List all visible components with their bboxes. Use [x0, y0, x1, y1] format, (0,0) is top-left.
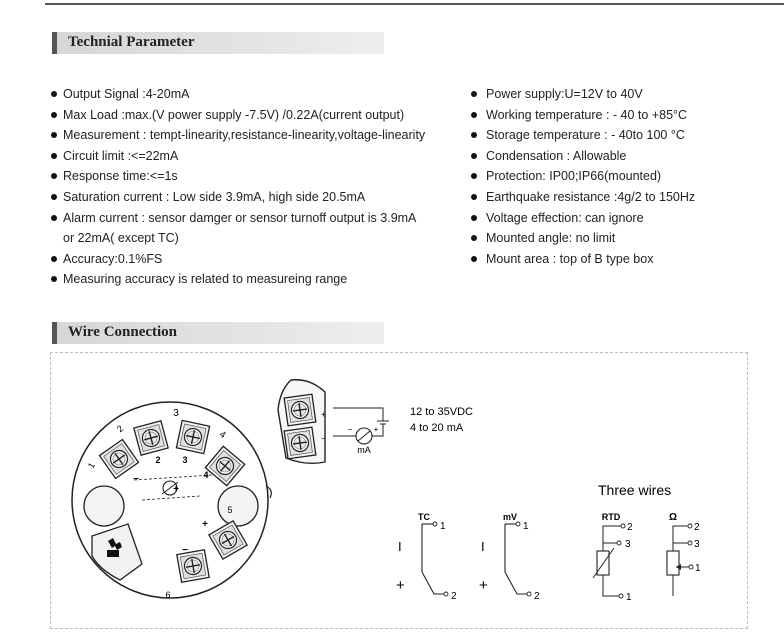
- terminal-label: 2: [115, 423, 125, 434]
- param-item: Measuring accuracy is related to measure…: [48, 269, 468, 290]
- section-header-wire: Wire Connection: [52, 322, 384, 344]
- millivolt-symbol: mV 1 2 I +: [479, 512, 540, 602]
- param-item: Protection: IP00;IP66(mounted): [468, 166, 768, 187]
- minus-symbol: I: [398, 539, 402, 554]
- supply-circuit: − + mA 12 to 35VDC 4 to 20 mA: [333, 406, 473, 455]
- minus-sign: −: [348, 425, 353, 434]
- section-header-technical: Technial Parameter: [52, 32, 384, 54]
- three-wires-title: Three wires: [598, 482, 671, 498]
- minus-sign: −: [182, 545, 188, 556]
- param-item: Condensation : Allowable: [468, 146, 768, 167]
- param-item: Accuracy:0.1%FS: [48, 249, 468, 270]
- param-item: Earthquake resistance :4g/2 to 150Hz: [468, 187, 768, 208]
- section-marker: [52, 322, 57, 344]
- param-item: Mount area : top of B type box: [468, 249, 768, 270]
- param-item: Measurement : tempt-linearity,resistance…: [48, 125, 468, 146]
- thermocouple-symbol: TC 1 2 I +: [396, 512, 457, 602]
- pin-label: 3: [694, 539, 700, 550]
- param-item-continuation: or 22mA( except TC): [63, 231, 179, 246]
- terminal-label: 5: [227, 505, 232, 515]
- section-marker: [52, 32, 57, 54]
- pin-label: 2: [694, 522, 700, 533]
- pin-label: 1: [440, 521, 446, 532]
- param-item: Circuit limit :<=22mA: [48, 146, 468, 167]
- section-title: Technial Parameter: [68, 34, 195, 50]
- terminal-label: 3: [182, 455, 187, 465]
- supply-current-label: 4 to 20 mA: [410, 422, 464, 434]
- transmitter-module: [71, 401, 272, 599]
- pin-label: 1: [695, 563, 701, 574]
- wire-connection-frame: [50, 352, 748, 629]
- terminal-label: +: [321, 410, 326, 419]
- pin-label: 2: [451, 591, 457, 602]
- pin-label: 3: [625, 539, 631, 550]
- pin-label: 1: [523, 521, 529, 532]
- plus-sign: +: [202, 519, 208, 530]
- pin-label: 2: [627, 522, 633, 533]
- parameter-list-right: Power supply:U=12V to 40V Working temper…: [468, 84, 768, 269]
- section-title: Wire Connection: [68, 324, 178, 340]
- meter-label: mA: [357, 445, 371, 455]
- minus-symbol: I: [481, 539, 485, 554]
- power-terminal-block: + −: [277, 379, 326, 465]
- mv-label: mV: [503, 512, 517, 522]
- tc-label: TC: [418, 512, 430, 522]
- plus-sign: +: [173, 484, 179, 495]
- rtd-label: RTD: [602, 512, 621, 522]
- param-item: Saturation current : Low side 3.9mA, hig…: [48, 187, 468, 208]
- terminal-label: 3: [173, 408, 179, 419]
- plus-sign: +: [374, 425, 379, 434]
- minus-sign: −: [133, 474, 139, 485]
- param-item: Power supply:U=12V to 40V: [468, 84, 768, 105]
- top-divider: [45, 3, 784, 5]
- terminal-label: 4: [203, 470, 208, 480]
- plus-symbol: +: [479, 577, 488, 594]
- plus-symbol: +: [396, 577, 405, 594]
- terminal-screw: [175, 419, 211, 455]
- terminal-label: 4: [218, 429, 228, 440]
- supply-voltage-label: 12 to 35VDC: [410, 406, 473, 418]
- pin-label: 2: [534, 591, 540, 602]
- pin-label: 1: [626, 592, 632, 603]
- param-item: Working temperature : - 40 to +85°C: [468, 105, 768, 126]
- terminal-label: 6: [165, 590, 170, 600]
- param-item: Output Signal :4-20mA: [48, 84, 468, 105]
- terminal-label: −: [321, 434, 326, 443]
- terminal-label: 1: [86, 461, 97, 470]
- param-item: Alarm current : sensor damger or sensor …: [48, 208, 468, 229]
- resistance-symbol: Ω 2 3 1: [666, 512, 701, 596]
- rtd-symbol: RTD 2 3 1: [592, 512, 633, 603]
- parameter-list-left: Output Signal :4-20mA Max Load :max.(V p…: [48, 84, 468, 290]
- param-item: Storage temperature : - 40to 100 °C: [468, 125, 768, 146]
- param-item: Max Load :max.(V power supply -7.5V) /0.…: [48, 105, 468, 126]
- param-item: Voltage effection: can ignore: [468, 208, 768, 229]
- terminal-label: 2: [155, 455, 160, 465]
- param-item: Response time:<=1s: [48, 166, 468, 187]
- ohm-label: Ω: [669, 512, 677, 523]
- param-item: Mounted angle: no limit: [468, 228, 768, 249]
